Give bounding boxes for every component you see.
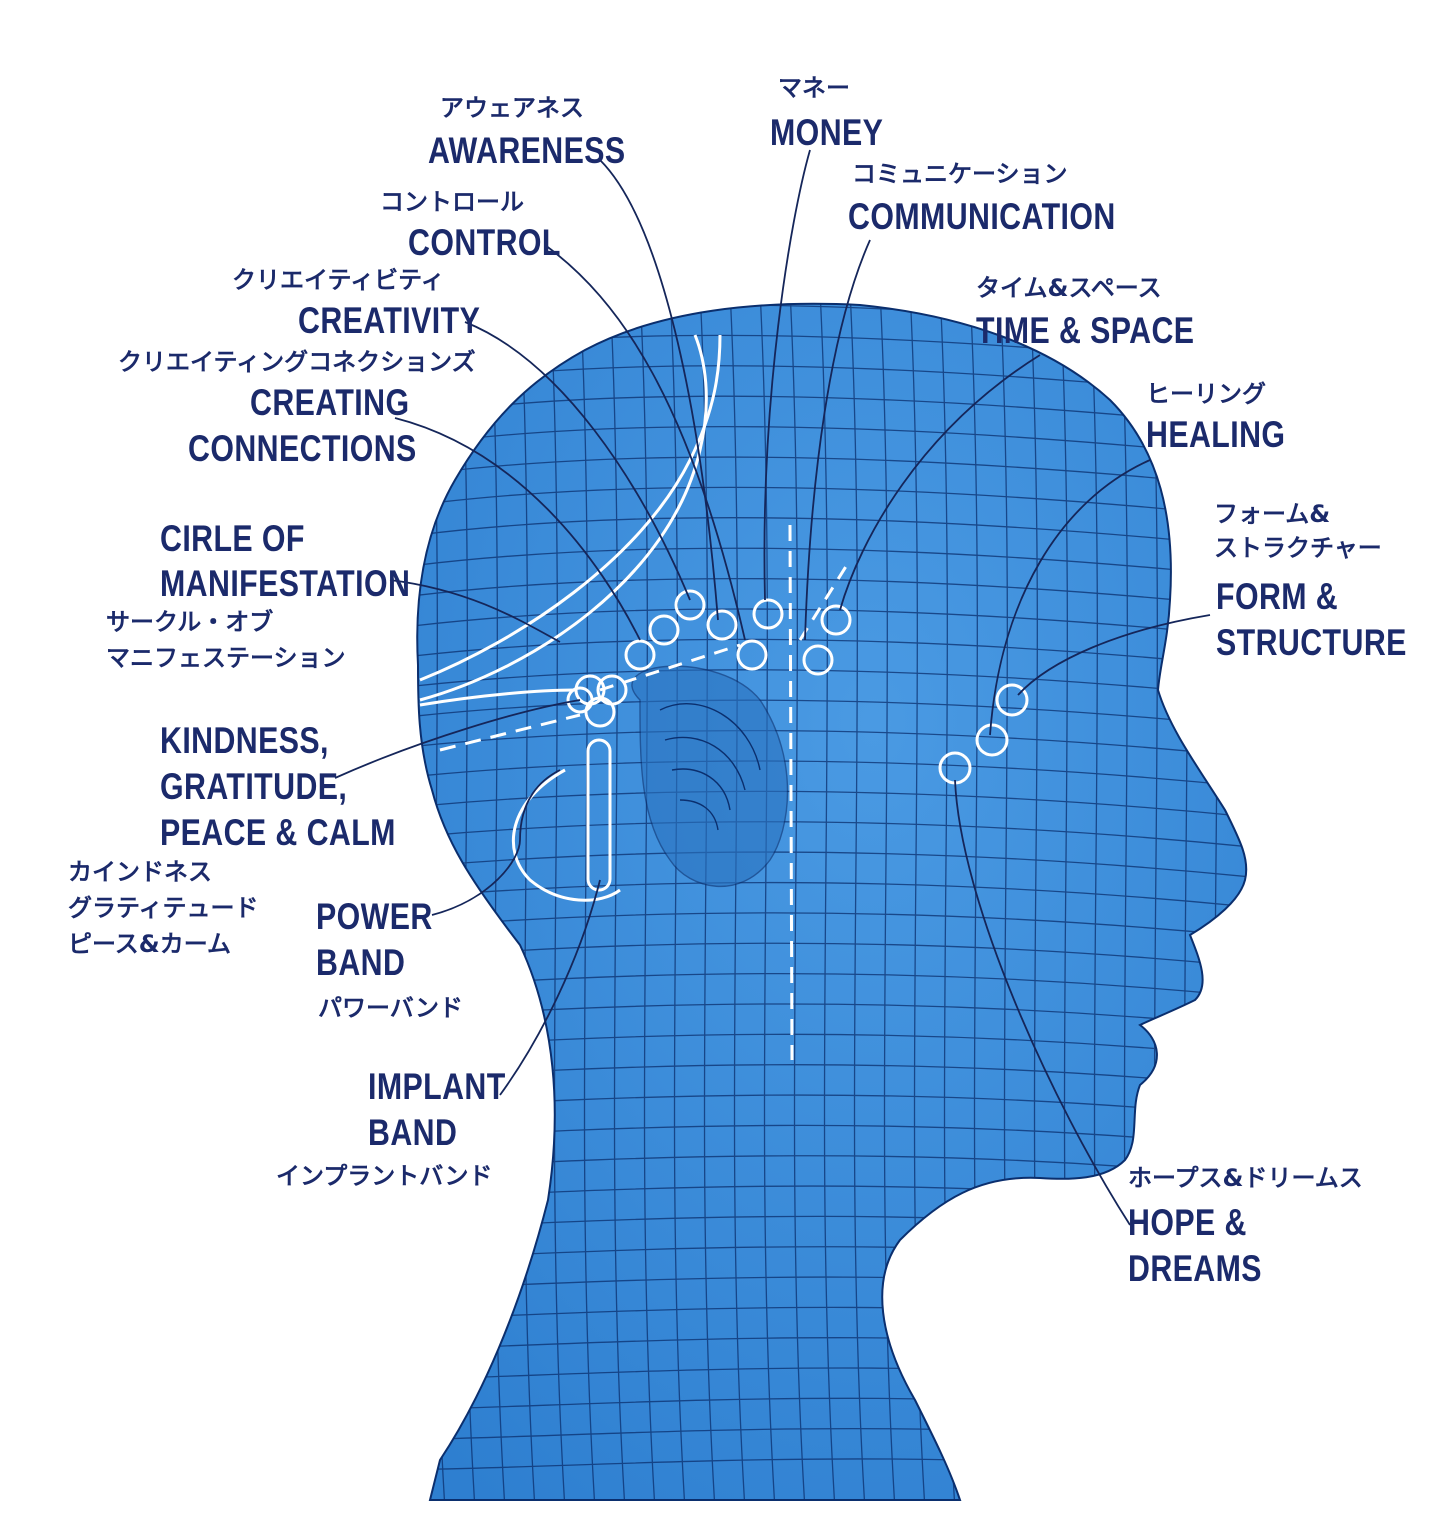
- mesh-line-h: [417, 699, 1247, 731]
- chakra-circle: [566, 686, 594, 714]
- mesh-line-v: [519, 303, 536, 1500]
- power-label: POWER: [316, 896, 433, 937]
- leader-line: [839, 354, 1041, 611]
- power-band: [586, 738, 612, 892]
- leader-line: [394, 417, 641, 641]
- dash-vertical: [788, 524, 794, 1061]
- creating-connections-jp: クリエイティングコネクションズ: [118, 348, 476, 376]
- creativity-label: CREATIVITY: [298, 300, 481, 341]
- mesh-line-v: [609, 303, 626, 1500]
- mesh-line-h: [417, 486, 1247, 521]
- leader-lines: [334, 149, 1211, 1226]
- implant-band-label: BAND: [368, 1112, 458, 1153]
- time-space-label: TIME & SPACE: [976, 310, 1195, 351]
- hope-dreams-jp: ホープス&ドリームス: [1128, 1164, 1363, 1192]
- chakra-circle: [706, 609, 738, 641]
- implant-band-jp: インプラントバンド: [276, 1162, 493, 1190]
- mesh-line-h: [417, 608, 1247, 641]
- chakra-circle: [648, 614, 680, 646]
- power-band-label: BAND: [316, 942, 406, 983]
- leader-line: [544, 244, 746, 641]
- kindness-jp: カインドネス: [68, 858, 212, 886]
- communication-label: COMMUNICATION: [848, 196, 1116, 237]
- dash-diag: [798, 559, 852, 641]
- structure-label: STRUCTURE: [1216, 622, 1407, 663]
- communication-jp: コミュニケーション: [852, 160, 1068, 188]
- chakra-circle: [975, 723, 1009, 757]
- hope-label: HOPE &: [1128, 1202, 1247, 1243]
- power-band-jp: パワーバンド: [318, 994, 463, 1022]
- leader-line: [334, 699, 581, 779]
- mesh-line-h: [417, 517, 1247, 551]
- creating-label: CREATING: [250, 382, 410, 423]
- peace-calm-jp: ピース&カーム: [68, 930, 232, 958]
- leader-line: [954, 779, 1131, 1226]
- outer-arc: [419, 334, 722, 682]
- chakra-circle: [820, 604, 852, 636]
- awareness-jp: アウェアネス: [440, 94, 584, 122]
- mesh-line-v: [639, 303, 656, 1500]
- leader-line: [1017, 614, 1211, 696]
- gratitude-jp: グラティテュード: [68, 894, 259, 922]
- mesh-line-v: [729, 303, 746, 1500]
- mesh-line-v: [1239, 303, 1247, 1500]
- chakra-circle: [736, 639, 768, 671]
- creativity-jp: クリエイティビティ: [232, 266, 445, 294]
- leader-line: [389, 579, 561, 643]
- circle-label-2: MANIFESTATION: [160, 563, 411, 604]
- implant-label: IMPLANT: [368, 1066, 506, 1107]
- mesh-line-v: [1270, 290, 1285, 1510]
- money-jp: マネー: [778, 74, 850, 102]
- leader-line: [431, 769, 561, 916]
- peace-calm-label: PEACE & CALM: [160, 812, 396, 853]
- mesh-line-v: [819, 303, 836, 1500]
- chakra-circle: [624, 639, 656, 671]
- leader-line: [804, 239, 871, 641]
- inner-arc: [419, 334, 708, 702]
- leader-line: [763, 149, 811, 601]
- mesh-line-v: [699, 303, 716, 1500]
- mesh-line-v: [849, 303, 866, 1500]
- form-structure-jp-2: ストラクチャー: [1214, 534, 1382, 562]
- dreams-label: DREAMS: [1128, 1248, 1262, 1289]
- mesh-line-h: [417, 577, 1247, 611]
- control-label: CONTROL: [408, 222, 561, 263]
- healing-label: HEALING: [1146, 414, 1286, 455]
- awareness-label: AWARENESS: [428, 130, 626, 171]
- gratitude-label: GRATITUDE,: [160, 766, 348, 807]
- ear: [631, 665, 789, 887]
- leader-line: [989, 459, 1151, 736]
- time-space-jp: タイム&スペース: [976, 274, 1162, 302]
- leader-line: [464, 321, 691, 601]
- mesh-line-h: [417, 547, 1247, 581]
- control-jp: コントロール: [380, 188, 524, 216]
- chakra-circle: [995, 683, 1029, 717]
- chakra-circle: [674, 589, 706, 621]
- leader-line: [599, 159, 719, 621]
- form-structure-jp-1: フォーム&: [1214, 500, 1331, 528]
- money-label: MONEY: [770, 112, 884, 153]
- kindness-label: KINDNESS,: [160, 720, 329, 761]
- circle-label-1: CIRLE OF: [160, 518, 305, 559]
- mesh-line-v: [789, 303, 806, 1500]
- lower-arc: [419, 688, 576, 707]
- mesh-line-h: [417, 456, 1247, 491]
- mesh-line-v: [669, 303, 686, 1500]
- mesh-line-v: [549, 303, 566, 1500]
- leader-line: [499, 879, 601, 1096]
- form-label: FORM &: [1216, 576, 1339, 617]
- circle-jp-2: マニフェステーション: [106, 644, 346, 672]
- healing-jp: ヒーリング: [1146, 380, 1266, 408]
- chakra-circle: [752, 598, 784, 630]
- circle-jp-1: サークル・オブ: [106, 608, 274, 636]
- mesh-line-h: [417, 638, 1247, 671]
- head-silhouette: [416, 302, 1248, 1501]
- connections-label: CONNECTIONS: [188, 428, 417, 469]
- chakra-circle: [802, 644, 834, 676]
